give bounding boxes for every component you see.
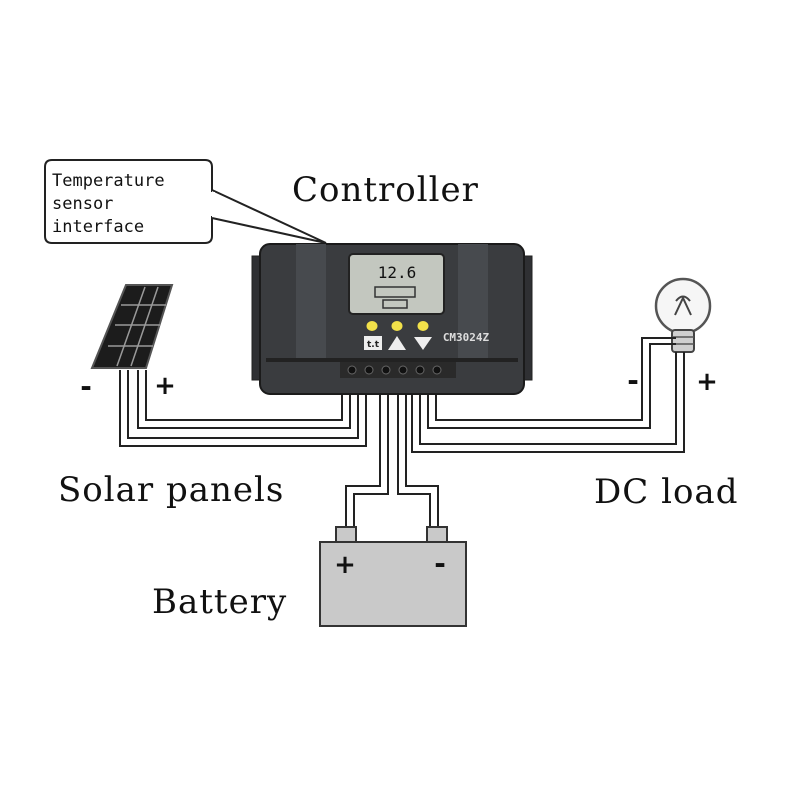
solar-status-icon (364, 336, 382, 350)
solar-plus: + (154, 371, 176, 401)
status-led (417, 321, 429, 331)
controller-label: Controller (292, 170, 479, 210)
battery-plus: + (334, 550, 356, 580)
wires (119, 337, 685, 528)
solar-status-label: t.t (367, 340, 380, 350)
battery-label: Battery (152, 582, 288, 622)
status-led (366, 321, 378, 331)
solar-minus: - (80, 370, 92, 403)
lcd-screen (348, 253, 445, 315)
temperature-sensor-callout (44, 159, 327, 244)
solar-panels-label: Solar panels (58, 470, 285, 510)
model-label: CM3024Z (443, 331, 490, 344)
callout-line: sensor (52, 194, 114, 214)
battery-minus: - (434, 547, 446, 580)
load-plus: + (696, 367, 718, 397)
callout-line: Temperature (52, 171, 165, 191)
light-bulb-icon (654, 277, 712, 353)
load-icon (414, 337, 432, 350)
status-led (391, 321, 403, 331)
battery-icon (319, 526, 467, 627)
charge-controller (251, 243, 533, 395)
callout-line: interface (52, 217, 145, 237)
terminal-block (340, 362, 456, 378)
callout-text: Temperature sensor interface (52, 170, 165, 239)
solar-panel-icon (90, 284, 174, 369)
warning-icon (388, 336, 406, 350)
lcd-value: 12.6 (378, 263, 417, 282)
dc-load-label: DC load (594, 472, 739, 512)
load-minus: - (627, 364, 639, 397)
